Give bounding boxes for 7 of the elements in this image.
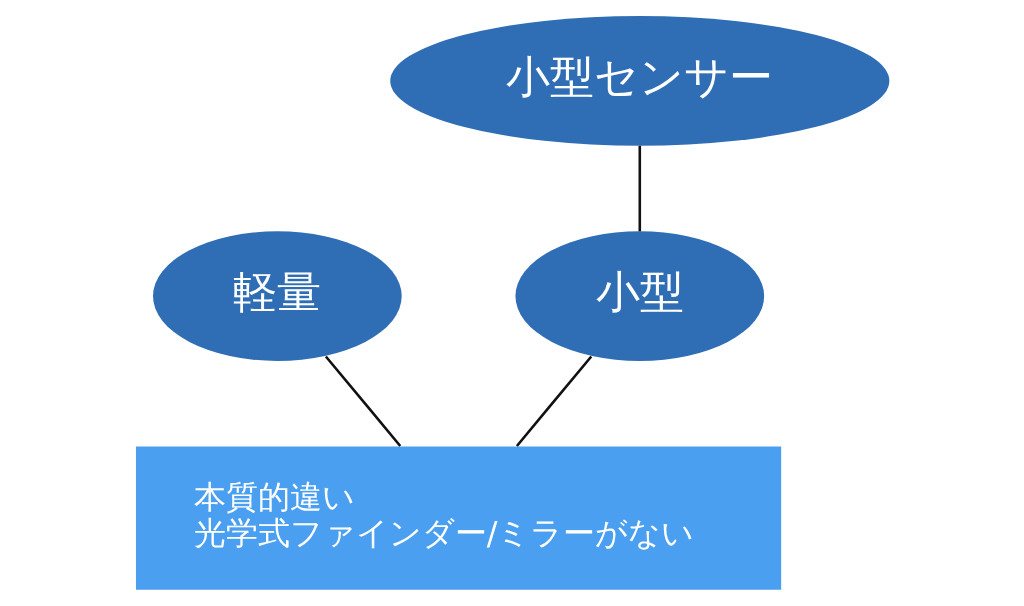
connector xyxy=(515,355,592,447)
connector xyxy=(638,145,641,232)
node-ellipse: 小型センサー xyxy=(389,16,889,146)
connector xyxy=(324,355,401,447)
node-ellipse: 軽量 xyxy=(152,231,402,361)
node-ellipse: 小型 xyxy=(514,231,764,361)
node-box: 本質的違い 光学式ファインダー/ミラーがない xyxy=(135,446,781,590)
